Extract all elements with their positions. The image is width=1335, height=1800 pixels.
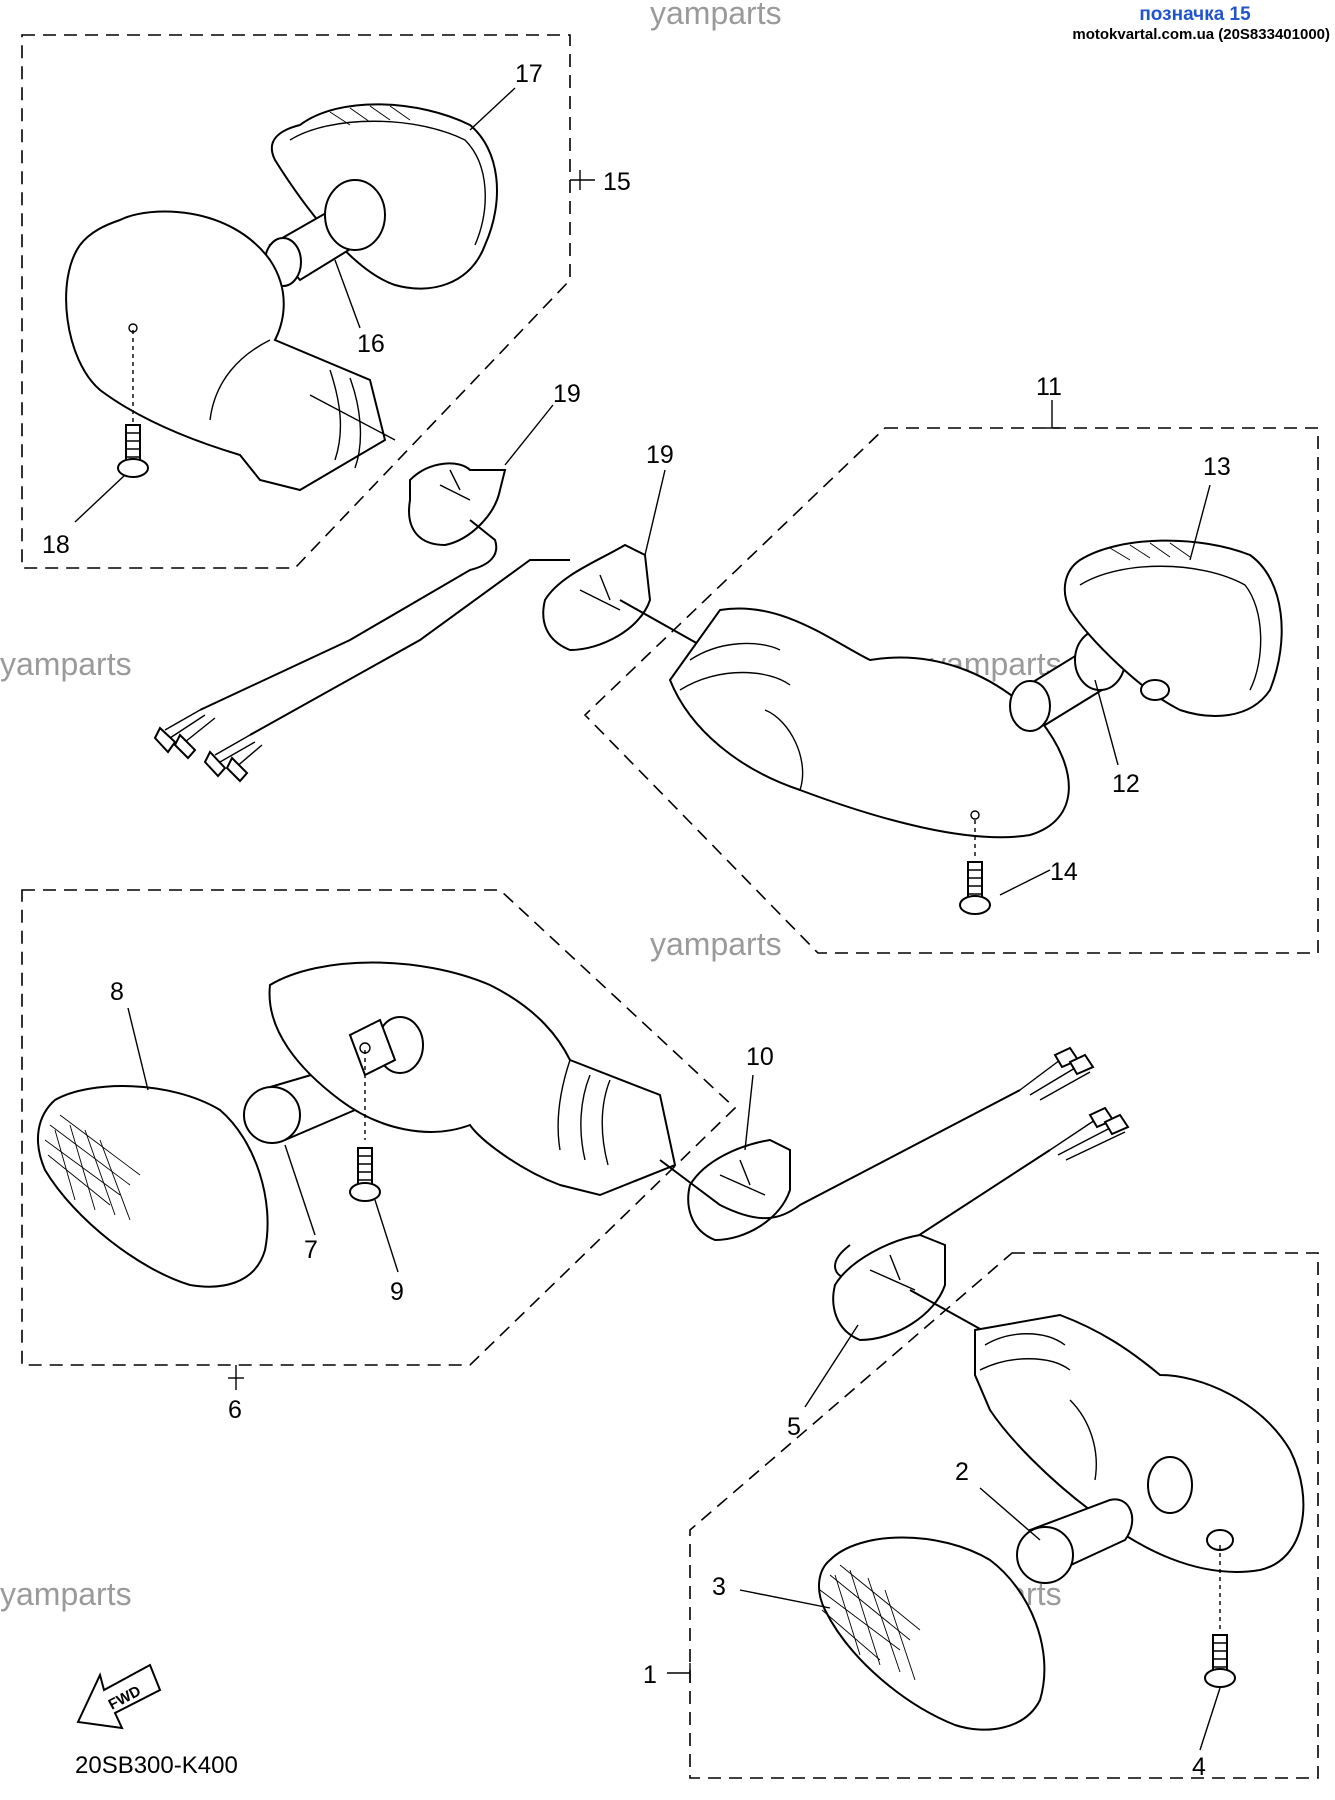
housing-11: [668, 607, 1070, 839]
grommet-5: [832, 1233, 946, 1342]
callout-5: 5: [787, 1413, 801, 1441]
header-source: motokvartal.com.ua (20S833401000): [1072, 26, 1330, 43]
lens-3: [818, 1536, 1046, 1731]
callout-labels: 17 15 16 19 18 19 11 13 12 14 8 10 7 9 6…: [42, 60, 1231, 1781]
grommet-19-lower: [542, 543, 652, 652]
callout-8: 8: [110, 978, 124, 1006]
callout-6: 6: [228, 1396, 242, 1424]
callout-18: 18: [42, 531, 70, 559]
callout-14: 14: [1050, 858, 1078, 886]
lens-8: [37, 1085, 269, 1288]
turn-signal-assembly-6: [37, 961, 791, 1288]
watermark: yamparts: [650, 0, 782, 31]
assembly-box-15: [21, 34, 571, 569]
diagram-code: 20SB300-K400: [75, 1752, 238, 1779]
lens-17: [270, 103, 498, 290]
leader-lines: [74, 87, 1221, 1751]
callout-4: 4: [1192, 1753, 1206, 1781]
callout-2: 2: [955, 1458, 969, 1486]
housing-6: [268, 961, 677, 1197]
screw-18: [117, 424, 149, 478]
callout-7: 7: [304, 1236, 318, 1264]
turn-signal-assembly-1: [818, 1233, 1305, 1731]
callout-16: 16: [357, 330, 385, 358]
screw-4: [1204, 1634, 1236, 1688]
callout-12: 12: [1112, 770, 1140, 798]
callout-11: 11: [1036, 373, 1062, 401]
screw-14: [959, 861, 991, 915]
callout-3: 3: [712, 1573, 726, 1601]
watermark: yamparts: [0, 1576, 132, 1612]
grommet-10: [687, 1138, 791, 1242]
wiring-upper: [153, 519, 570, 783]
callout-19-lower: 19: [646, 441, 674, 469]
turn-signal-assembly-11: [542, 539, 1283, 915]
lens-13: [1063, 539, 1283, 717]
assembly-box-11: [583, 427, 1319, 954]
grommet-19-upper: [408, 462, 507, 547]
housing-1: [974, 1313, 1305, 1573]
watermark: yamparts: [650, 926, 782, 962]
callout-1: 1: [643, 1661, 657, 1689]
housing-15: [65, 210, 387, 492]
assembly-box-1: [689, 1252, 1319, 1779]
callout-13: 13: [1203, 453, 1231, 481]
callout-10: 10: [746, 1043, 774, 1071]
turn-signal-assembly-15: [65, 103, 507, 547]
callout-19-upper: 19: [553, 380, 581, 408]
callout-9: 9: [390, 1278, 404, 1306]
callout-15: 15: [603, 168, 631, 196]
watermark: yamparts: [0, 646, 132, 682]
fwd-arrow-icon: FWD: [76, 1663, 162, 1730]
screw-9: [349, 1147, 381, 1202]
header-title: позначка 15: [1139, 4, 1251, 25]
callout-17: 17: [515, 60, 543, 88]
